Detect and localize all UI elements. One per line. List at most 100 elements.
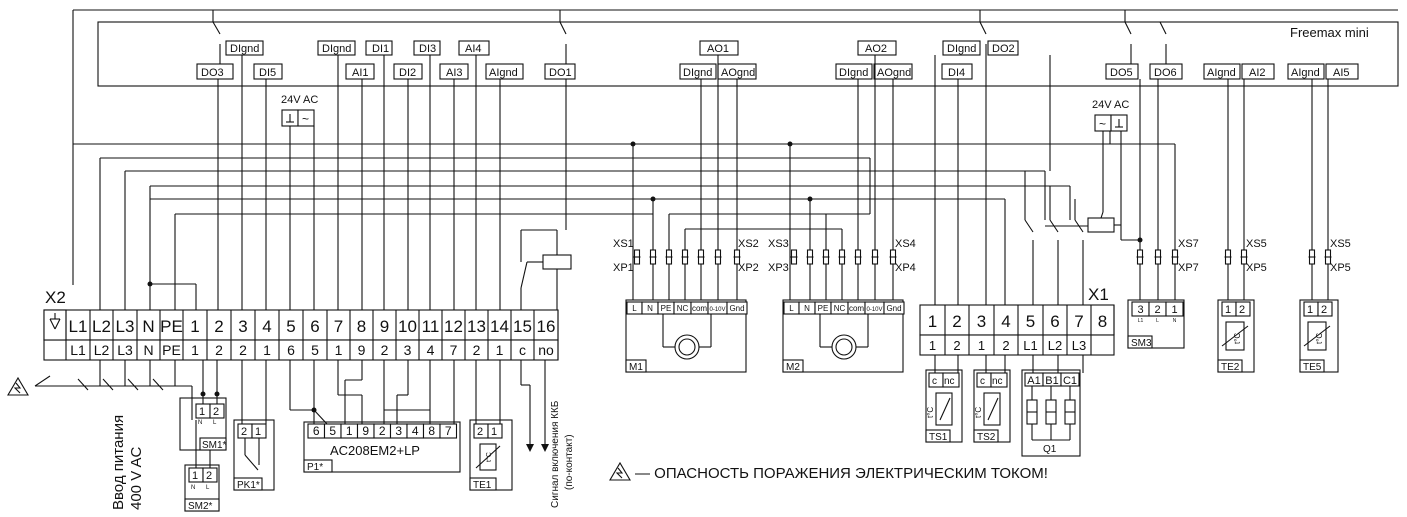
x2-terminal-label: 15: [513, 317, 532, 336]
motor-terminal: PE: [818, 304, 829, 313]
x2-terminal-sublabel: 2: [215, 342, 223, 358]
svg-text:XS5: XS5: [1246, 238, 1267, 250]
x1-terminal-label: 1: [928, 312, 937, 331]
p1-pin: 2: [379, 424, 386, 438]
svg-text:AOgnd: AOgnd: [877, 67, 911, 79]
svg-text:TE1: TE1: [473, 480, 492, 491]
svg-text:AC208EM2+LP: AC208EM2+LP: [330, 443, 420, 458]
electric-hazard-icon: [7, 376, 29, 396]
p1-pin: 5: [329, 424, 336, 438]
svg-text:L: L: [206, 485, 210, 491]
x1-name: X1: [1088, 285, 1109, 304]
motor-terminal: NC: [834, 304, 846, 313]
svg-text:AI3: AI3: [446, 67, 463, 79]
svg-text:DO3: DO3: [201, 67, 224, 79]
svg-text:c: c: [932, 376, 937, 387]
controller-switches: [212, 21, 1167, 64]
motor-terminal: 0-10V: [709, 307, 725, 313]
x2-terminal-sublabel: 1: [496, 342, 504, 358]
svg-text:DI4: DI4: [948, 67, 965, 79]
svg-text:AI2: AI2: [1249, 67, 1266, 79]
x2-terminal-sublabel: L2: [94, 342, 110, 358]
x1-terminal-label: 5: [1026, 312, 1035, 331]
svg-text:1: 1: [1225, 304, 1231, 316]
x2-terminal-sublabel: 1: [191, 342, 199, 358]
svg-text:XP2: XP2: [738, 262, 759, 274]
x1-terminal-sublabel: 1: [978, 338, 985, 353]
x2-terminal-label: N: [142, 317, 154, 336]
ground-icon: [49, 313, 61, 330]
sm3-pin-sub: L1: [1138, 318, 1144, 324]
electric-hazard-icon: [609, 461, 631, 481]
x2-terminal-sublabel: 3: [404, 342, 412, 358]
svg-text:XS5: XS5: [1330, 238, 1351, 250]
svg-text:XP5: XP5: [1246, 262, 1267, 274]
x2-terminal-sublabel: 5: [311, 342, 319, 358]
x2-terminal-label: 11: [422, 317, 440, 336]
controller-ports-top: DIgnd DIgnd DI1 DI3 AI4 AO1 AO2 DIgnd DO…: [225, 40, 1019, 56]
hazard-legend: — ОПАСНОСТЬ ПОРАЖЕНИЯ ЭЛЕКТРИЧЕСКИМ ТОКО…: [609, 461, 1048, 482]
p1-pin: 8: [428, 424, 435, 438]
svg-text:DO1: DO1: [549, 67, 572, 79]
svg-text:AIgnd: AIgnd: [489, 67, 518, 79]
x1-terminal-label: 6: [1050, 312, 1059, 331]
p1-pin: 6: [313, 424, 320, 438]
controller-title: Freemax mini: [1290, 25, 1369, 40]
motor-terminal: com: [849, 304, 864, 313]
power-input-voltage: 400 V AC: [128, 446, 145, 510]
svg-text:DIgnd: DIgnd: [839, 67, 868, 79]
svg-text:t°C: t°C: [1233, 333, 1242, 344]
svg-text:AI5: AI5: [1333, 67, 1350, 79]
svg-text:AIgnd: AIgnd: [1291, 67, 1320, 79]
svg-text:1: 1: [192, 470, 198, 482]
svg-text:2: 2: [206, 470, 212, 482]
x2-terminal-sublabel: L3: [117, 342, 133, 358]
svg-text:DIgnd: DIgnd: [230, 43, 259, 55]
motor-terminal: N: [647, 304, 653, 313]
svg-text:24V AC: 24V AC: [1092, 99, 1129, 111]
svg-text:2: 2: [241, 426, 247, 438]
svg-text:TE5: TE5: [1303, 362, 1322, 373]
svg-text:c: c: [980, 376, 985, 387]
sm3-pin-sub: N: [1173, 318, 1177, 324]
device-te2: XS5 XP5 1 2 t°C TE2: [1217, 79, 1267, 373]
x2-name: X2: [45, 288, 66, 307]
device-ts1: c nc t°C TS1: [925, 355, 963, 443]
motor-terminal: PE: [661, 304, 672, 313]
x2-terminal-sublabel: c: [519, 342, 526, 358]
svg-text:2: 2: [1239, 304, 1245, 316]
svg-text:N: N: [191, 485, 195, 491]
svg-text:XP1: XP1: [613, 262, 634, 274]
x2-terminal-sublabel: L1: [70, 342, 86, 358]
x2-terminal-sublabel: 1: [263, 342, 271, 358]
power-buses: [73, 131, 1111, 220]
terminal-block-x2: X2 L1L1L2L2L3L3NNPEPE1122324156657189921…: [43, 288, 559, 361]
controller-ports-low: DO3 DI5 AI1 DI2 AI3 AIgnd DO1 DIgnd AOgn…: [196, 63, 1359, 80]
x1-terminal-sublabel: 2: [1002, 338, 1009, 353]
x2-terminal-sublabel: 7: [450, 342, 458, 358]
x2-terminal-sublabel: 2: [381, 342, 389, 358]
supply-24v-left: 24V AC ~: [281, 94, 318, 127]
x2-terminal-sublabel: PE: [162, 342, 181, 358]
svg-text:1: 1: [1307, 304, 1313, 316]
svg-text:Q1: Q1: [1043, 444, 1057, 455]
p1-pin: 4: [412, 424, 419, 438]
svg-text:P1*: P1*: [307, 462, 323, 473]
x1-terminal-sublabel: 2: [953, 338, 960, 353]
sm3-pin: 3: [1137, 304, 1143, 316]
x2-terminal-sublabel: 9: [358, 342, 366, 358]
x2-terminal-sublabel: no: [538, 342, 554, 358]
device-te1: 2 1 t°C TE1: [469, 360, 513, 491]
x2-terminal-label: L1: [69, 317, 88, 336]
svg-text:XS4: XS4: [895, 238, 916, 250]
device-ts2: c nc t°C TS2: [973, 355, 1011, 443]
svg-text:XP7: XP7: [1178, 262, 1199, 274]
kkb-sublabel: (по-контакт): [564, 434, 575, 490]
svg-text:M1: M1: [629, 362, 643, 373]
x2-terminal-label: 16: [537, 317, 556, 336]
device-te5: XS5 XP5 1 2 t°C TE5: [1299, 79, 1351, 373]
svg-text:DI5: DI5: [259, 67, 276, 79]
